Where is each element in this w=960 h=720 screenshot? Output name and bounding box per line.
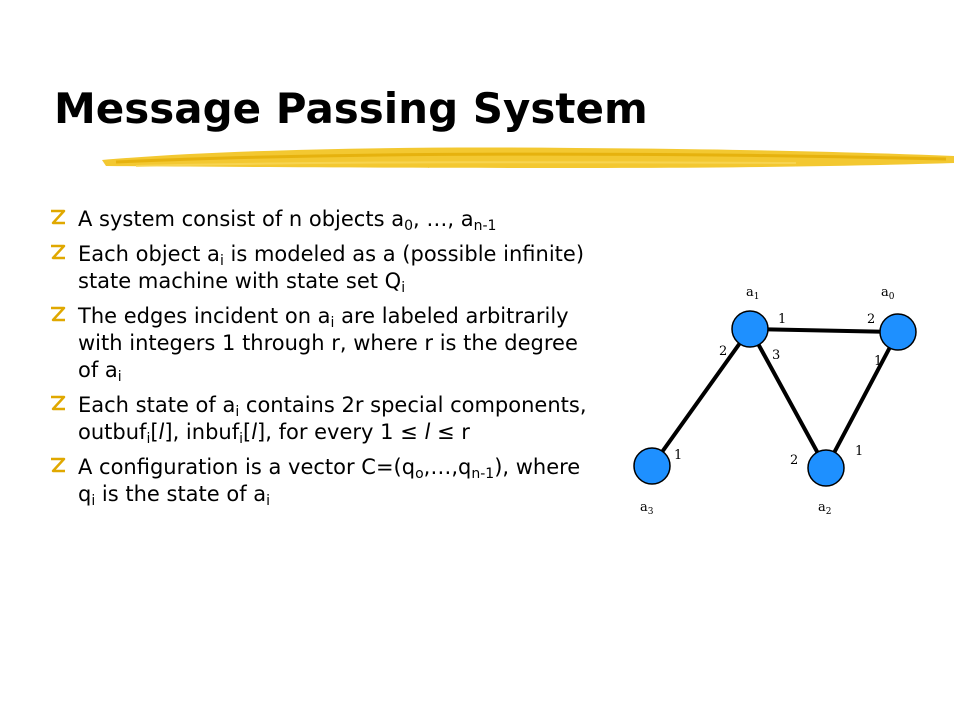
bullet-item: Each object ai is modeled as a (possible… bbox=[44, 241, 604, 295]
bullet-text: ), where q bbox=[78, 455, 581, 506]
bullet-text: [ bbox=[150, 420, 159, 444]
edge-a1-a2 bbox=[748, 327, 828, 470]
highlighter-stroke bbox=[102, 147, 954, 168]
node-a0 bbox=[879, 313, 917, 351]
graph-diagram: a1 a0 a3 a2 1 2 2 3 1 1 2 1 bbox=[633, 285, 917, 517]
bullet-marker-icon bbox=[51, 457, 66, 473]
bullet-item: A configuration is a vector C=(qo,…,qn-1… bbox=[44, 454, 604, 508]
bullet-text: [ bbox=[243, 420, 252, 444]
subscript: n-1 bbox=[473, 218, 497, 234]
bullet-text: ≤ r bbox=[430, 420, 470, 444]
bullet-text: , …, a bbox=[413, 207, 474, 231]
bullet-marker-icon bbox=[51, 306, 66, 322]
bullet-text: The edges incident on a bbox=[78, 304, 331, 328]
node-a2 bbox=[807, 449, 845, 487]
variable-l: l bbox=[424, 420, 431, 444]
edge-label: 1 bbox=[674, 448, 682, 463]
slide-title: Message Passing System bbox=[54, 84, 648, 133]
bullet-item: A system consist of n objects a0, …, an-… bbox=[44, 206, 604, 233]
bullet-text: A configuration is a vector C=(q bbox=[78, 455, 416, 479]
bullet-text: are labeled arbitrarily with integers 1 … bbox=[78, 304, 578, 382]
subscript: i bbox=[266, 493, 271, 509]
bullet-text: ], inbuf bbox=[164, 420, 240, 444]
edge-label: 1 bbox=[778, 312, 786, 327]
subscript: i bbox=[91, 493, 96, 509]
variable-l: l bbox=[158, 420, 165, 444]
edge-labels: 1 2 2 3 1 1 2 1 bbox=[674, 312, 882, 468]
bullet-marker-icon bbox=[51, 209, 66, 225]
bullet-marker-icon bbox=[51, 395, 66, 411]
bullet-text: is the state of a bbox=[95, 482, 267, 506]
subscript: i bbox=[401, 280, 406, 296]
edge-label: 2 bbox=[719, 344, 727, 359]
subscript: i bbox=[219, 253, 224, 269]
bullet-text: Each object a bbox=[78, 242, 220, 266]
edge-a0-a2 bbox=[824, 330, 900, 470]
bullet-text: is modeled as a (possible infinite) stat… bbox=[78, 242, 585, 293]
subscript: i bbox=[239, 431, 243, 447]
node-label-a1: a1 bbox=[746, 285, 760, 302]
node-labels: a1 a0 a3 a2 bbox=[640, 285, 895, 517]
subscript: i bbox=[146, 431, 151, 447]
edge-label: 1 bbox=[874, 354, 882, 369]
node-label-a3: a3 bbox=[640, 500, 654, 517]
node-label-a0: a0 bbox=[881, 285, 895, 302]
subscript: i bbox=[330, 315, 335, 331]
edge-label: 1 bbox=[855, 444, 863, 459]
graph-nodes bbox=[633, 310, 917, 487]
bullet-item: The edges incident on ai are labeled arb… bbox=[44, 303, 604, 384]
bullet-item: Each state of ai contains 2r special com… bbox=[44, 392, 604, 446]
subscript: i bbox=[117, 369, 122, 385]
edge-label: 2 bbox=[790, 453, 798, 468]
edge-a1-a3 bbox=[650, 327, 752, 468]
edge-label: 2 bbox=[867, 312, 875, 327]
subscript: n-1 bbox=[471, 466, 495, 482]
subscript: o bbox=[415, 466, 424, 482]
bullet-list: A system consist of n objects a0, …, an-… bbox=[44, 206, 604, 516]
bullet-text: ], for every 1 ≤ bbox=[257, 420, 425, 444]
bullet-marker-icon bbox=[51, 244, 66, 260]
variable-l: l bbox=[251, 420, 258, 444]
bullet-text: A system consist of n objects a bbox=[78, 207, 405, 231]
node-a3 bbox=[633, 447, 671, 485]
graph-edges bbox=[650, 327, 900, 470]
node-a1 bbox=[731, 310, 769, 348]
edge-a1-a0 bbox=[748, 327, 900, 334]
bullet-text: Each state of a bbox=[78, 393, 236, 417]
bullet-text: ,…,q bbox=[423, 455, 472, 479]
subscript: 0 bbox=[404, 218, 413, 234]
subscript: i bbox=[235, 404, 240, 420]
bullet-text: contains 2r special components, outbuf bbox=[78, 393, 587, 444]
node-label-a2: a2 bbox=[818, 500, 832, 517]
edge-label: 3 bbox=[772, 348, 780, 363]
